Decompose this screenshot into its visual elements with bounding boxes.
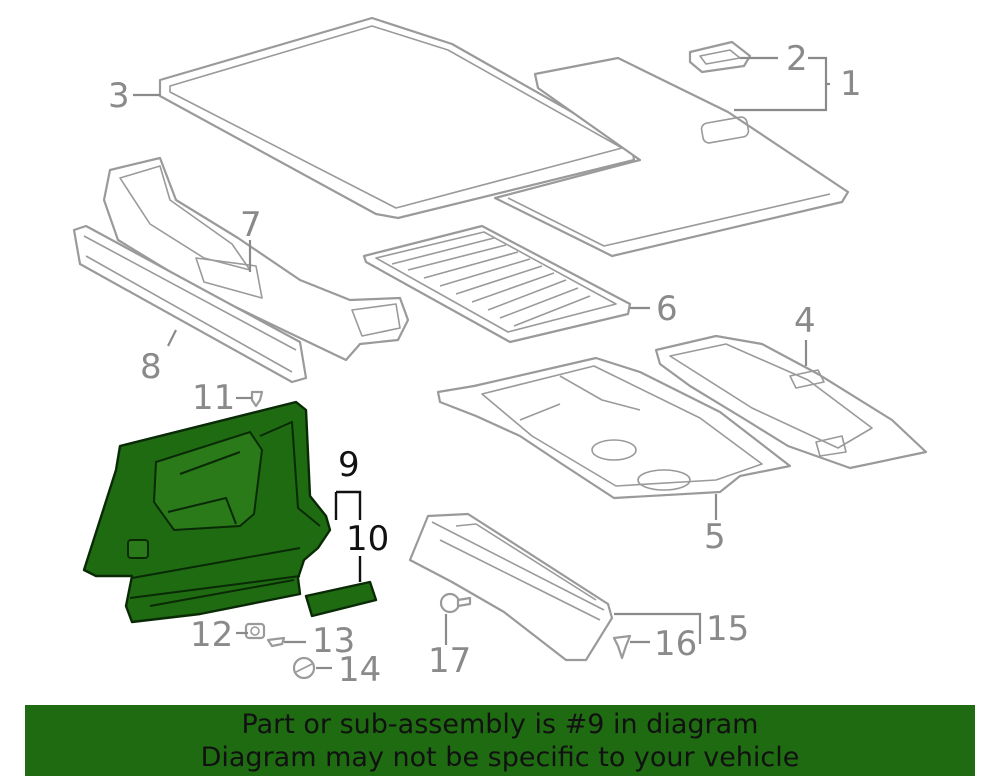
info-banner: Part or sub-assembly is #9 in diagram Di… [25,705,975,776]
part-17-bolt[interactable] [439,592,472,614]
part-6-grid-tray[interactable] [362,224,632,344]
banner-line-1: Part or sub-assembly is #9 in diagram [241,708,759,740]
callout-7: 7 [240,205,262,245]
part-16-clip[interactable] [612,634,632,660]
callout-16: 16 [654,624,697,664]
callout-11: 11 [192,378,235,418]
part-12-grommet[interactable] [244,622,266,640]
part-1-rear-deck-board[interactable] [493,56,850,258]
callout-14: 14 [338,650,381,690]
callout-15: 15 [706,609,749,649]
callout-5: 5 [704,517,726,557]
callout-3: 3 [108,76,130,116]
callout-8: 8 [140,347,162,387]
part-11-clip[interactable] [250,390,264,408]
callout-10: 10 [346,519,389,559]
part-15-sill-plate[interactable] [408,512,614,662]
part-8-sill-rail[interactable] [72,224,308,384]
leader-lines [133,56,830,670]
part-10-insert[interactable] [304,580,378,618]
callout-6: 6 [656,289,678,329]
parts-diagram: 1 2 3 4 5 6 7 8 9 10 11 12 13 14 15 16 1… [72,16,928,690]
part-5-floor-pan[interactable] [436,356,792,500]
part-13-screw[interactable] [266,636,286,648]
callout-1: 1 [840,64,862,104]
callout-17: 17 [428,641,471,681]
callout-9: 9 [338,445,360,485]
callout-12: 12 [190,615,233,655]
part-4-floor-cover[interactable] [654,334,928,470]
callout-2: 2 [786,39,808,79]
banner-line-2: Diagram may not be specific to your vehi… [200,741,800,773]
part-9-highlighted-trim-panel[interactable] [82,400,332,624]
callout-4: 4 [794,301,816,341]
part-14-cap[interactable] [292,656,316,680]
callout-13: 13 [312,621,355,661]
part-2-handle[interactable] [688,40,752,74]
